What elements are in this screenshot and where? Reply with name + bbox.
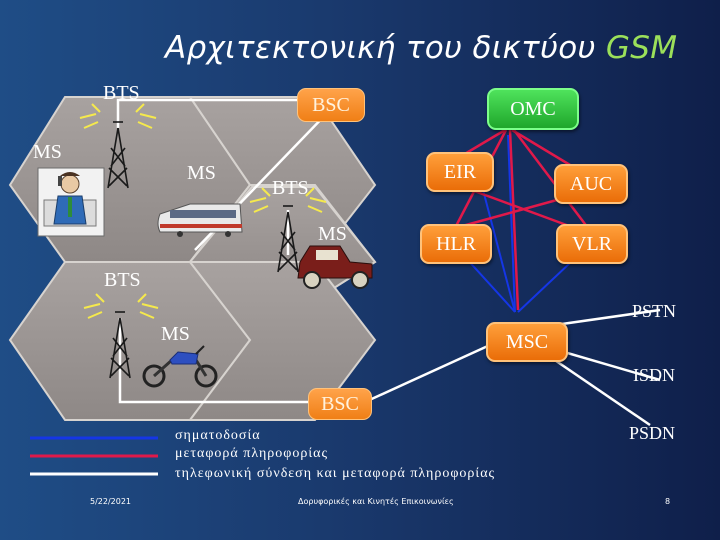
psdn-label: PSDN [629,424,675,442]
ms-label: MS [161,324,190,344]
eir-box[interactable]: EIR [426,152,494,192]
bts-label: BTS [272,178,309,198]
footer-date: 5/22/2021 [90,497,131,506]
omc-box[interactable]: OMC [487,88,579,130]
vlr-box[interactable]: VLR [556,224,628,264]
bts-label: BTS [104,270,141,290]
legend-voice-text: τηλεφωνική σύνδεση και μεταφορά πληροφορ… [175,466,495,482]
ms-label: MS [318,224,347,244]
isdn-label: ISDN [633,366,675,384]
office-worker-icon [38,168,104,236]
footer-page-number: 8 [665,497,670,506]
auc-box[interactable]: AUC [554,164,628,204]
pstn-label: PSTN [632,302,676,320]
legend-signaling-text: σηματοδοσία [175,428,261,444]
msc-box[interactable]: MSC [486,322,568,362]
legend-data-text: μεταφορά πληροφορίας [175,446,328,462]
ms-label: MS [187,163,216,183]
hlr-box[interactable]: HLR [420,224,492,264]
bts-label: BTS [103,83,140,103]
ms-label: MS [33,142,62,162]
footer-course: Δορυφορικές και Κινητές Επικοινωνίες [298,497,454,506]
bsc-box[interactable]: BSC [308,388,372,420]
bsc-box[interactable]: BSC [297,88,365,122]
